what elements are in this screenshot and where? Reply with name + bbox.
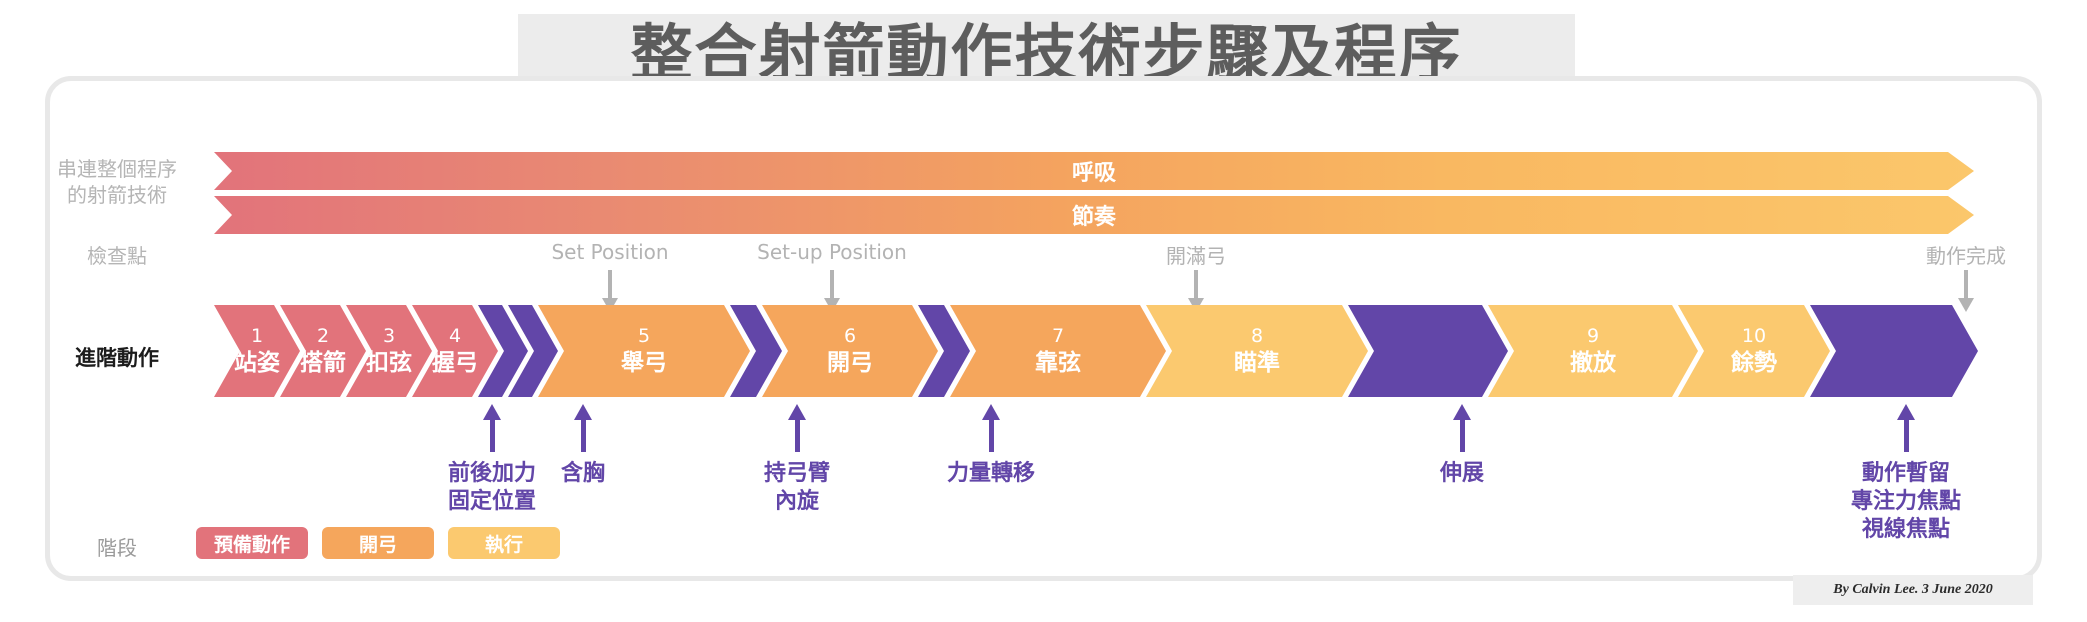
step-number: 4 [448,325,462,347]
callout-text: 伸展 [1440,460,1484,488]
process-step-8: 8 瞄準 [1146,305,1368,397]
stage-legend: 預備動作開弓執行 [196,527,560,559]
callout-text: 含胸 [561,460,605,488]
row-label-chain: 串連整個程序 的射箭技術 [22,156,212,208]
banner-breathing: 呼吸 [214,152,1974,190]
callout-text: 前後加力固定位置 [448,460,536,516]
process-step-6: 6 開弓 [762,305,938,397]
step-label: 瞄準 [1234,350,1280,376]
process-step-7: 7 靠弦 [950,305,1166,397]
step-number: 8 [1250,325,1264,347]
step-label: 靠弦 [1035,350,1081,376]
callout-text: 持弓臂內旋 [764,460,830,516]
checkpoint-label: Set-up Position [757,240,907,264]
process-divider-chevron [1348,305,1508,397]
step-label: 扣弦 [366,350,412,376]
row-label-chain-line1: 串連整個程序 [57,157,177,181]
row-label-stage: 階段 [97,536,137,560]
step-label: 握弓 [432,350,478,376]
step-number: 9 [1586,325,1600,347]
page-title: 整合射箭動作技術步驟及程序 [630,17,1463,90]
step-label: 餘勢 [1731,350,1777,376]
row-label-chain-line2: 的射箭技術 [67,183,167,207]
process-chevron-row: 1 站姿 2 搭箭 3 扣弦 4 握弓 5 舉弓 6 開弓 7 靠弦 8 瞄準 9 撤放 10 餘勢 [214,305,1958,397]
callout-line: 持弓臂 [763,461,831,486]
step-number: 3 [382,325,396,347]
legend-pill-3[interactable]: 執行 [448,527,560,559]
callout-line: 動作暫留 [1861,461,1951,486]
callout-line: 固定位置 [447,489,537,514]
legend-pill-1[interactable]: 預備動作 [196,527,308,559]
callout-line: 內旋 [774,489,820,514]
callout-line: 視線焦點 [1861,517,1951,542]
step-number: 1 [250,325,264,347]
step-label: 舉弓 [621,350,667,376]
callout-text: 動作暫留專注力焦點視線焦點 [1851,460,1961,544]
footer-credit-banner: By Calvin Lee. 3 June 2020 [1793,575,2033,605]
step-label: 站姿 [234,350,280,376]
checkpoint-label: Set Position [551,240,669,264]
process-step-1: 1 站姿 [214,305,300,397]
row-label-advanced: 進階動作 [75,346,159,370]
step-number: 10 [1741,325,1767,347]
callout-line: 前後加力 [447,461,537,486]
step-label: 開弓 [827,350,873,376]
step-number: 2 [316,325,330,347]
callout-line: 專注力焦點 [1850,489,1962,514]
step-number: 6 [843,325,857,347]
legend-pill-2[interactable]: 開弓 [322,527,434,559]
callout-line: 力量轉移 [946,461,1036,486]
banner-rhythm: 節奏 [214,196,1974,234]
step-label: 撤放 [1570,350,1616,376]
footer-credit: By Calvin Lee. 3 June 2020 [1833,582,1993,597]
process-step-5: 5 舉弓 [538,305,750,397]
process-divider-chevron [1810,305,1978,397]
process-step-10: 10 餘勢 [1678,305,1830,397]
step-number: 5 [637,325,651,347]
step-number: 7 [1051,325,1065,347]
callout-line: 含胸 [560,461,606,486]
row-label-checkpoint: 檢查點 [87,244,147,268]
step-label: 搭箭 [300,350,346,376]
checkpoint-label: 開滿弓 [1166,244,1226,268]
banner-breathing-label: 呼吸 [1071,161,1116,186]
callout-text: 力量轉移 [947,460,1035,488]
checkpoint-label: 動作完成 [1926,244,2006,268]
process-step-9: 9 撤放 [1488,305,1698,397]
callout-line: 伸展 [1439,461,1485,486]
banner-rhythm-label: 節奏 [1071,205,1116,230]
